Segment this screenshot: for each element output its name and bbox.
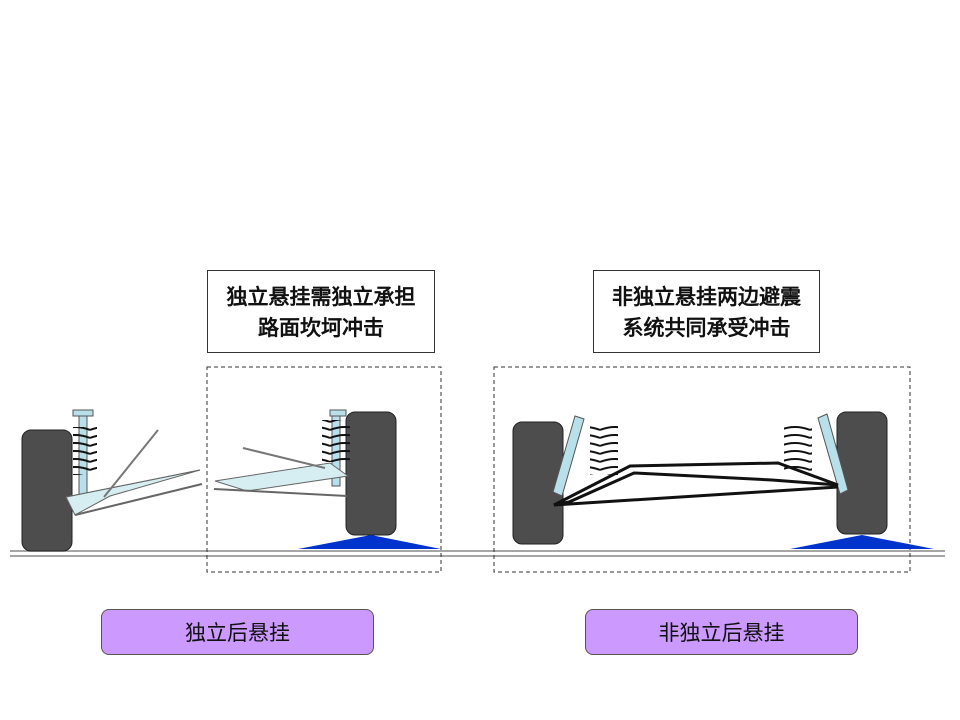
dependent-label-text: 非独立后悬挂 (658, 621, 785, 645)
independent-callout-line-2: 路面坎坷冲击 (258, 314, 384, 340)
dependent-callout: 非独立悬挂两边避震 系统共同承受冲击 (593, 270, 820, 353)
independent-callout: 独立悬挂需独立承担 路面坎坷冲击 (207, 270, 435, 353)
independent-right-wheel (345, 411, 397, 536)
independent-left-shock (72, 409, 97, 495)
dependent-rigid-axle (553, 461, 839, 507)
dependent-right-wheel (836, 411, 888, 535)
independent-left-wheel (21, 429, 73, 552)
independent-right-shock (322, 409, 350, 487)
independent-road-bump (298, 535, 441, 549)
dependent-left-shock (552, 415, 618, 497)
independent-callout-line-1: 独立悬挂需独立承担 (226, 283, 416, 309)
dependent-right-shock (784, 413, 849, 495)
independent-left-arm (65, 429, 203, 516)
dependent-callout-line-1: 非独立悬挂两边避震 (612, 283, 801, 309)
independent-frame (206, 366, 442, 573)
independent-label: 独立后悬挂 (101, 609, 374, 655)
dependent-label: 非独立后悬挂 (585, 609, 858, 655)
dependent-road-bump (790, 535, 934, 549)
independent-label-text: 独立后悬挂 (185, 621, 290, 645)
independent-right-arm (213, 447, 350, 497)
dependent-frame (493, 366, 911, 573)
dependent-callout-line-2: 系统共同承受冲击 (622, 314, 791, 340)
road-line (10, 550, 945, 557)
